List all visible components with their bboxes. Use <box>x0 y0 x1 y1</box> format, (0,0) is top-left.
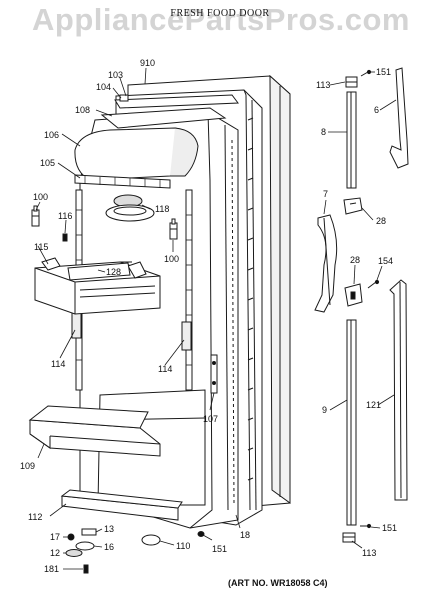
callout-labels: 910 103 104 108 106 105 100 116 118 115 … <box>20 58 397 574</box>
screw-154 <box>367 279 380 289</box>
callout-154: 154 <box>378 256 393 266</box>
callout-116: 116 <box>58 211 72 221</box>
callout-28-lower: 28 <box>350 255 360 265</box>
callout-13: 13 <box>104 524 114 534</box>
handle-trim-9 <box>346 319 357 526</box>
handle-cap-113-bottom <box>342 532 356 543</box>
callout-7: 7 <box>323 189 328 199</box>
callout-109: 109 <box>20 461 35 471</box>
callout-100-left: 100 <box>33 192 48 202</box>
handle-trim-121 <box>389 279 408 501</box>
bracket-28-upper <box>343 197 363 215</box>
hinge-parts <box>65 528 205 574</box>
callout-100-right: 100 <box>164 254 179 264</box>
callout-113-top: 113 <box>316 80 330 90</box>
callout-128: 128 <box>106 267 121 277</box>
callout-8: 8 <box>321 127 326 137</box>
callout-108: 108 <box>75 105 90 115</box>
handle-trim-6 <box>389 67 409 169</box>
callout-121: 121 <box>366 400 381 410</box>
callout-181: 181 <box>44 564 59 574</box>
callout-103: 103 <box>108 70 123 80</box>
shelf-rail-right <box>181 189 193 391</box>
dairy-door <box>74 127 199 181</box>
handle-7 <box>314 214 338 313</box>
callout-112: 112 <box>28 512 42 522</box>
screw-151-bottom <box>360 523 372 529</box>
handle-mount-107 <box>210 354 218 394</box>
door-shelf-109 <box>28 405 161 457</box>
watermark-logo: AppliancePartsPros.com <box>32 2 410 37</box>
callout-118: 118 <box>155 204 169 214</box>
callout-151-bottom: 151 <box>382 523 397 533</box>
callout-18: 18 <box>240 530 250 540</box>
top-cap <box>100 94 239 129</box>
bin-divider-128 <box>67 261 132 281</box>
callout-106: 106 <box>44 130 59 140</box>
handle-cap-113-top <box>345 76 358 88</box>
callout-12: 12 <box>50 548 60 558</box>
bottom-cap-112 <box>60 489 183 521</box>
bracket-28-lower <box>344 283 363 307</box>
callout-151-mid: 151 <box>212 544 227 554</box>
callout-104: 104 <box>96 82 111 92</box>
handle-trim-8 <box>346 91 357 189</box>
callout-107: 107 <box>203 414 218 424</box>
callout-105: 105 <box>40 158 55 168</box>
diagram-title: FRESH FOOD DOOR <box>170 8 270 19</box>
callout-114-left: 114 <box>51 359 65 369</box>
callout-115: 115 <box>34 242 48 252</box>
bracket-100-right <box>169 218 178 240</box>
art-number: (ART NO. WR18058 C4) <box>228 578 328 588</box>
callout-17: 17 <box>50 532 60 542</box>
screw-116 <box>62 233 68 242</box>
trim-strip-105 <box>74 174 171 189</box>
callout-114-right: 114 <box>158 364 172 374</box>
callout-910: 910 <box>140 58 155 68</box>
leader-lines <box>35 67 397 570</box>
callout-9: 9 <box>322 405 327 415</box>
callout-28-upper: 28 <box>376 216 386 226</box>
callout-110: 110 <box>176 541 190 551</box>
callout-113-bottom: 113 <box>362 548 376 558</box>
callout-16: 16 <box>104 542 114 552</box>
screw-151-top <box>360 69 372 77</box>
callout-151-top: 151 <box>376 67 391 77</box>
callout-6: 6 <box>374 105 379 115</box>
butter-tray <box>105 194 155 222</box>
bracket-100-left <box>31 205 40 227</box>
